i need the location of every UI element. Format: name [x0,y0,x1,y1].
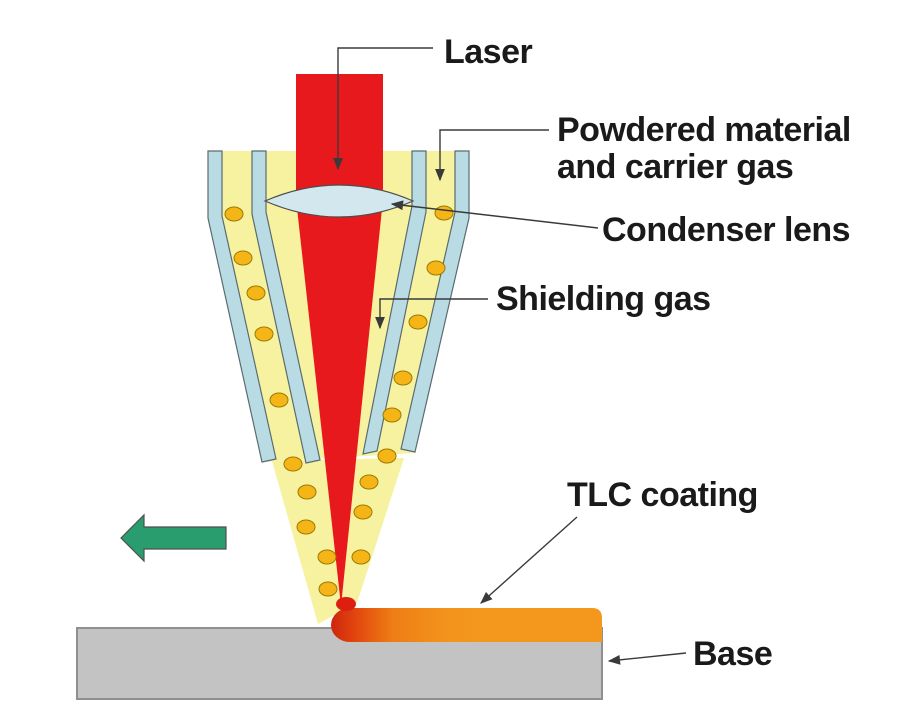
laser-beam-column [296,74,383,202]
tlc-coating-layer [331,608,602,642]
condenser-lens-shape [263,184,415,218]
nozzle-wall-left-inner [251,150,321,464]
laser-label: Laser [444,33,533,71]
nozzle-wall-left-outer [207,150,277,463]
powdered-material-label: Powdered material and carrier gas [557,112,851,186]
laser-leader-line [333,47,433,171]
powder-particles [224,205,454,597]
shielding-gas-label: Shielding gas [496,280,711,318]
base-leader-line [607,652,687,665]
travel-direction-arrow-icon [120,513,227,563]
base-label: Base [693,635,773,673]
melt-pool-bump [336,597,356,611]
powdered-material-label-line1: Powdered material [557,111,851,149]
condenser-lens-label: Condenser lens [602,211,851,249]
laser-beam-cone [296,199,383,606]
condenser-lens-leader-line [390,200,599,229]
powdered-material-leader-line [435,129,549,182]
tlc-coating-label: TLC coating [567,476,758,514]
powdered-material-label-line2: and carrier gas [557,148,794,186]
shielding-gas-leader-line [375,298,488,330]
tlc-coating-leader-line [480,516,578,604]
